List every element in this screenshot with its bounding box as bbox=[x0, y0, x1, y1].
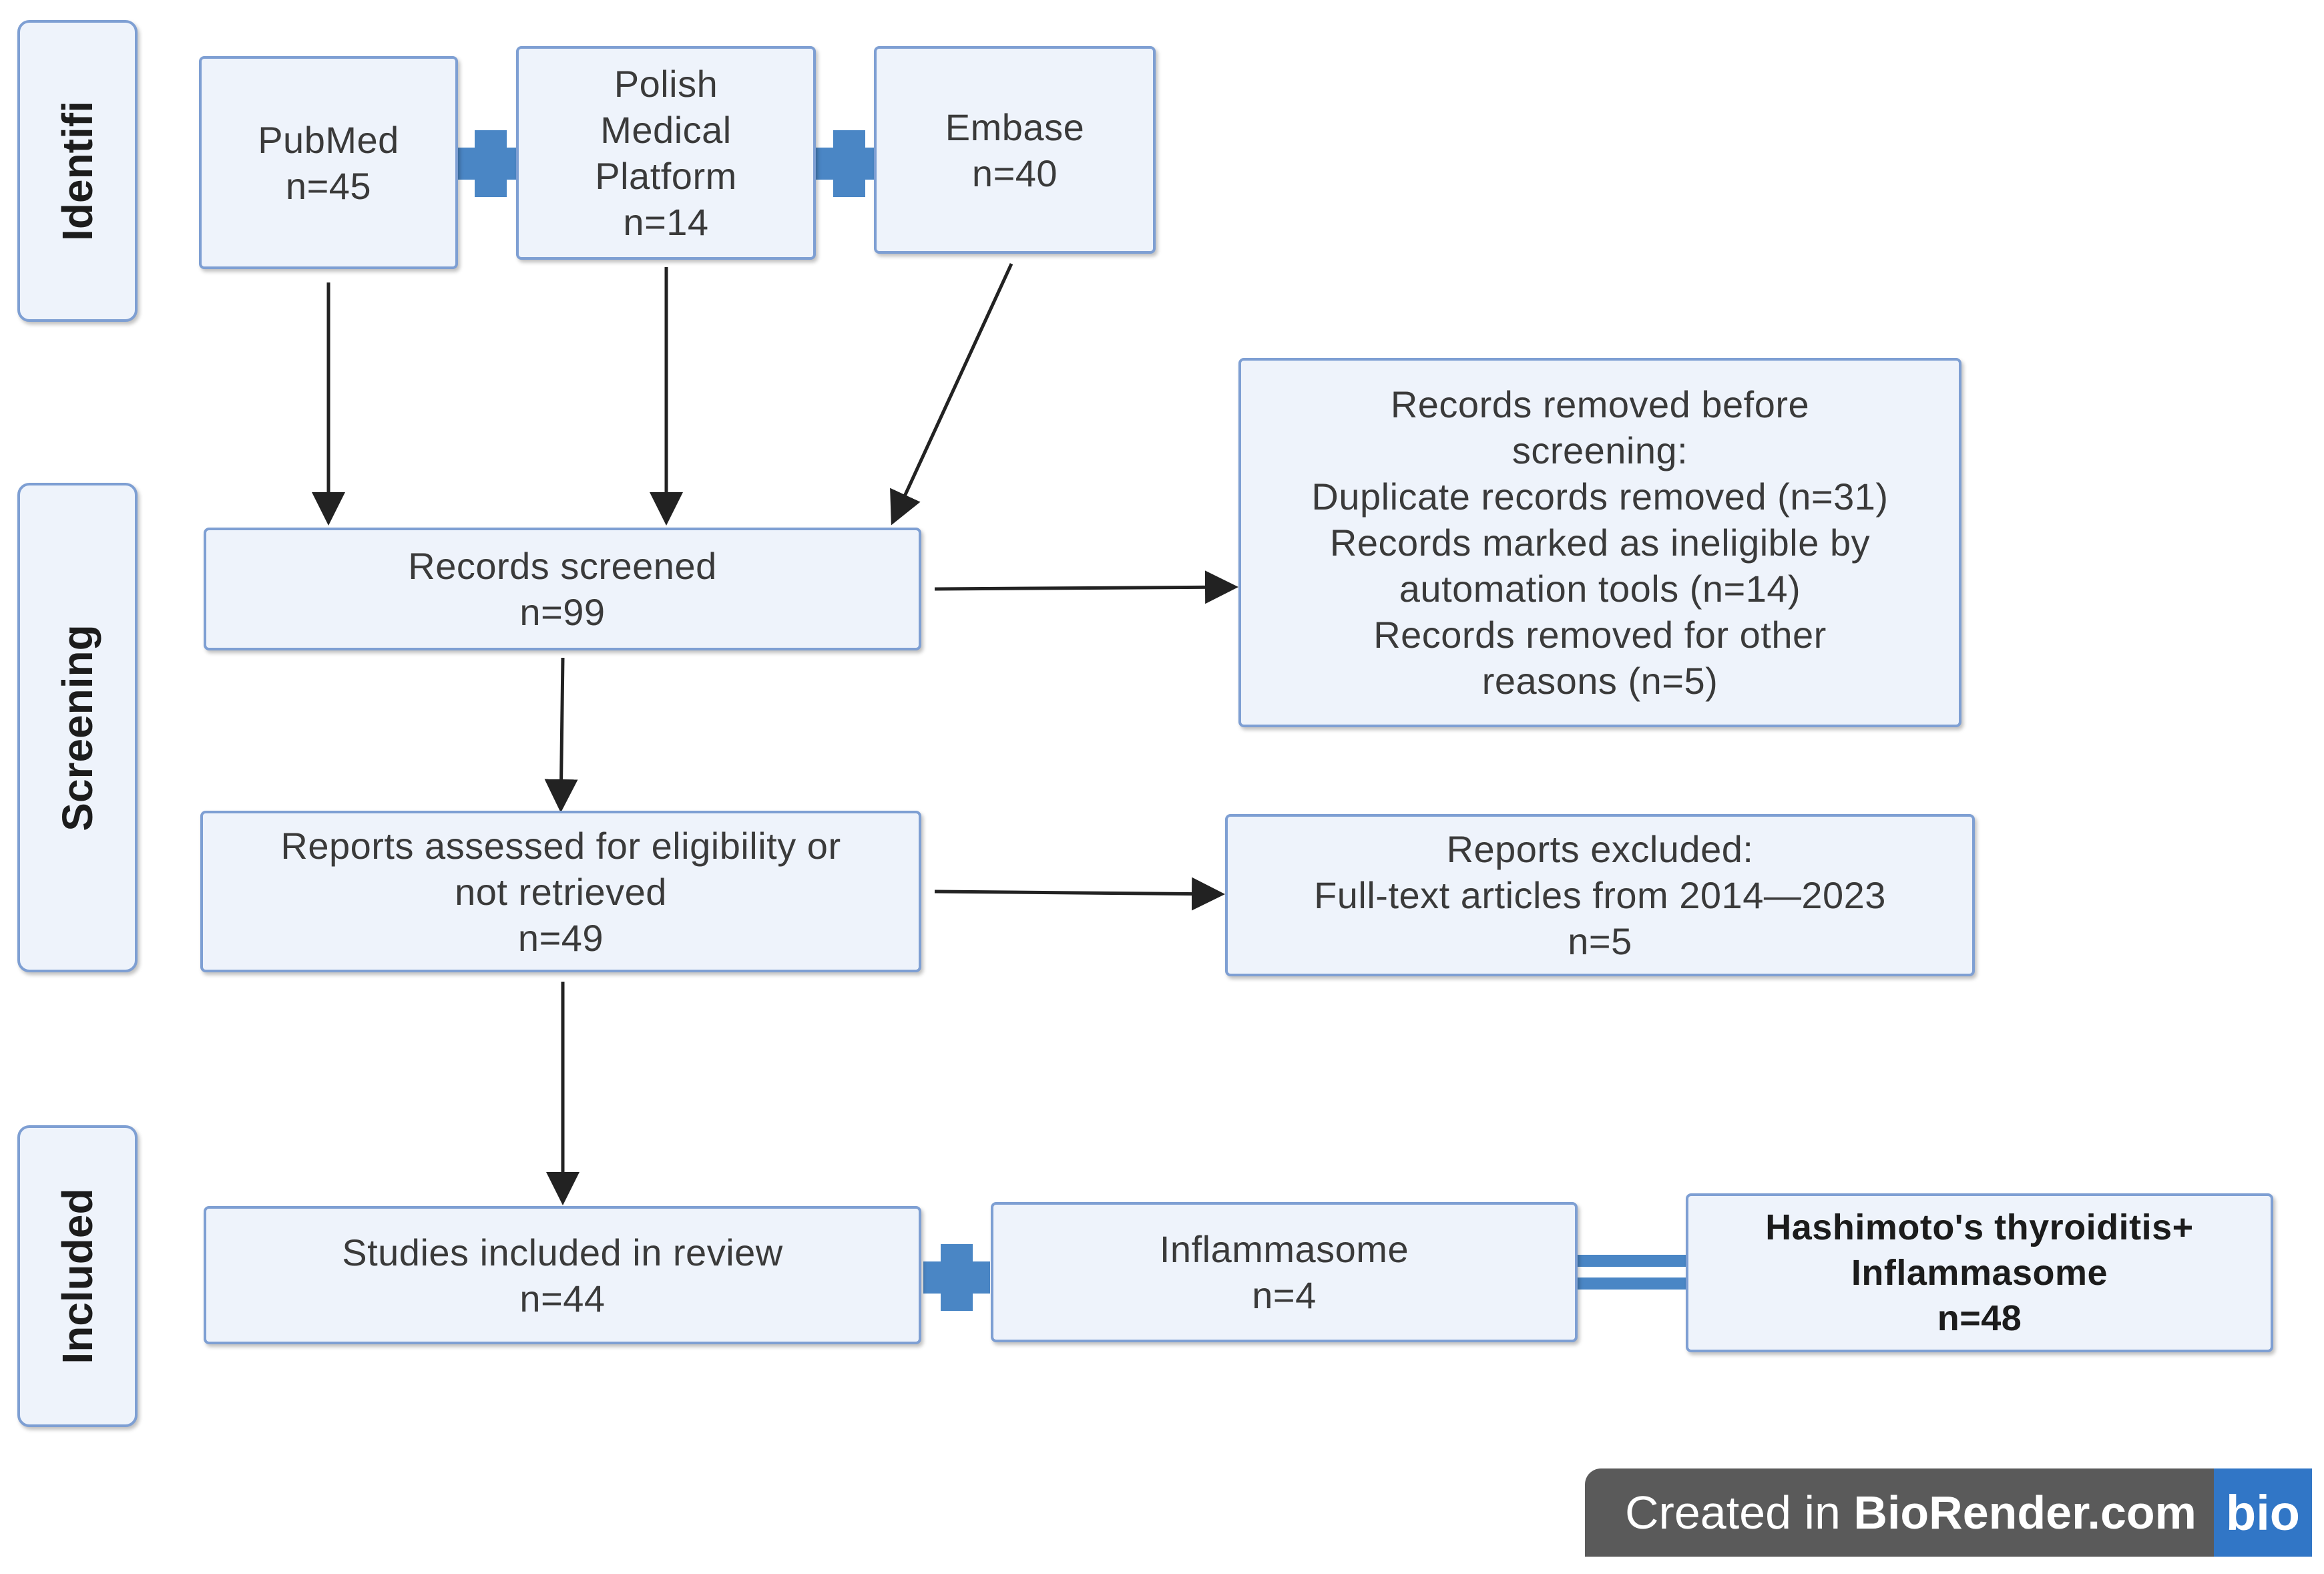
stage-screening: Screening bbox=[17, 483, 138, 972]
equals-connector-icon bbox=[1578, 1255, 1686, 1290]
biorender-watermark-text: Created in BioRender.com bbox=[1625, 1487, 2196, 1539]
total-hashimoto-inflammasome-box: Hashimoto's thyroiditis+ Inflammasome n=… bbox=[1686, 1193, 2273, 1352]
biorender-logo-icon: bio bbox=[2214, 1468, 2312, 1557]
stage-identification: Identifi bbox=[17, 20, 138, 322]
inflammasome-box: Inflammasome n=4 bbox=[991, 1202, 1578, 1342]
records-removed-box: Records removed before screening: Duplic… bbox=[1238, 358, 1961, 727]
stage-included: Included bbox=[17, 1125, 138, 1427]
source-pubmed-box: PubMed n=45 bbox=[199, 56, 458, 269]
arrow-screened-to-removed bbox=[934, 570, 1238, 604]
arrow-embase-to-screened bbox=[890, 262, 1013, 526]
arrow-assessed-to-excluded bbox=[934, 877, 1225, 911]
plus-connector-icon bbox=[923, 1244, 990, 1311]
source-embase-box: Embase n=40 bbox=[874, 46, 1156, 254]
reports-excluded-box: Reports excluded: Full-text articles fro… bbox=[1225, 814, 1975, 976]
plus-connector-icon bbox=[816, 130, 883, 197]
reports-assessed-box: Reports assessed for eligibility or not … bbox=[200, 811, 921, 972]
biorender-watermark: Created in BioRender.com bio bbox=[1585, 1468, 2312, 1557]
arrow-screened-to-assessed bbox=[544, 657, 578, 813]
studies-included-box: Studies included in review n=44 bbox=[204, 1206, 921, 1344]
source-polish-medical-platform-box: Polish Medical Platform n=14 bbox=[516, 46, 816, 260]
records-screened-box: Records screened n=99 bbox=[204, 528, 921, 650]
plus-connector-icon bbox=[457, 130, 524, 197]
